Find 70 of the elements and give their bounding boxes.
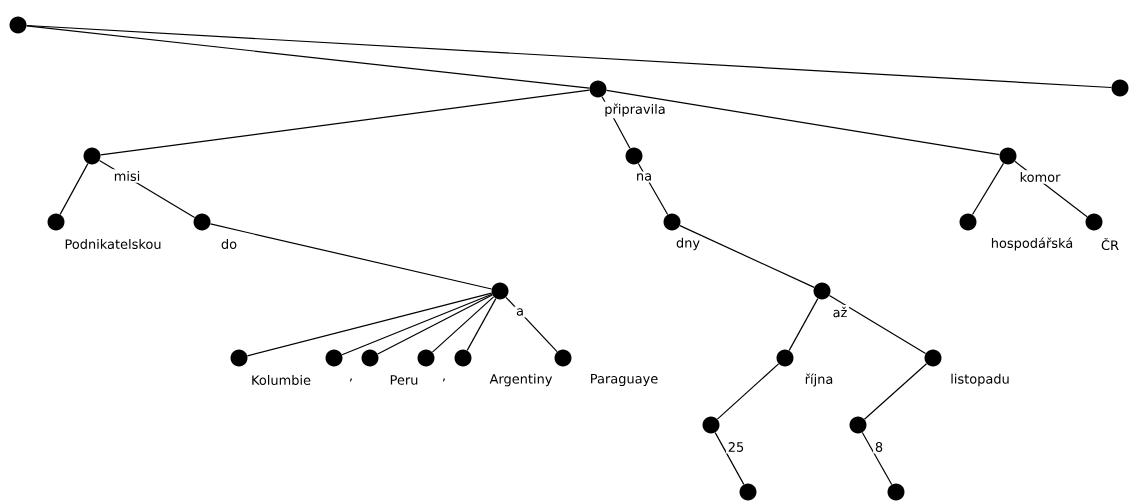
node-label: do [221, 238, 237, 250]
node-label: 8 [875, 442, 883, 452]
node-label: a [516, 308, 523, 316]
node-label: ČR [1101, 237, 1119, 251]
dependency-line [466, 298, 497, 351]
dependency-line [59, 163, 89, 215]
node-label: dny [676, 237, 700, 251]
tree-node: listopadu [924, 349, 1009, 387]
tree-node: , [325, 349, 352, 382]
dependency-line [209, 223, 493, 290]
dependency-line [637, 162, 669, 216]
dependency-line [863, 363, 928, 420]
dependency-line [861, 431, 893, 486]
node-label: Peru [390, 375, 418, 385]
tree-node: komor [999, 147, 1061, 182]
tree-node: , [417, 349, 445, 382]
dependency-line [98, 159, 196, 219]
dependency-line [716, 363, 780, 420]
dependency-line [246, 292, 493, 357]
tree-node: října [776, 349, 833, 387]
dependency-line [828, 294, 927, 355]
dependency-line [1014, 160, 1088, 218]
node-label: na [637, 173, 651, 181]
dependency-line [971, 162, 1005, 216]
node-label: , [349, 378, 352, 382]
node-label: až [833, 306, 847, 318]
tree-node [887, 483, 905, 501]
dependency-line [100, 89, 590, 156]
dependency-line [606, 89, 1000, 156]
tree-node: a [491, 282, 523, 316]
tree-node: Kolumbie [230, 349, 311, 385]
dependency-line [377, 294, 493, 355]
tree-node: 25 [702, 416, 744, 452]
tree-node: 8 [849, 416, 883, 452]
node-label: Podnikatelskou [65, 238, 161, 250]
tree-node: do [193, 213, 237, 249]
tree-node: Argentiny [454, 349, 553, 387]
node-label: října [805, 373, 833, 387]
node-label: misi [114, 170, 140, 182]
tree-node: Peru [361, 349, 418, 385]
node-label: hospodářská [991, 237, 1073, 251]
dependency-line [341, 293, 493, 356]
node-label: Paraguaye [591, 373, 658, 387]
tree-node: připravila [589, 80, 665, 117]
dependency-line [505, 296, 558, 353]
tree-node: Podnikatelskou [47, 213, 161, 249]
tree-node [1111, 79, 1129, 97]
dependency-line [431, 296, 495, 353]
tree-node: dny [663, 213, 700, 251]
node-label: Argentiny [489, 373, 553, 387]
dependency-line [26, 24, 1112, 89]
tree-node: ČR [1085, 213, 1119, 251]
tree-node [9, 16, 27, 34]
tree-node: hospodářská [959, 213, 1073, 251]
tree-node: misi [83, 147, 140, 181]
node-label: 25 [728, 442, 744, 452]
node-label: listopadu [951, 373, 1009, 387]
dependency-line [601, 96, 631, 149]
dependency-line [26, 25, 590, 89]
tree-node: až [813, 282, 847, 318]
tree-node [739, 483, 757, 501]
dependency-line [679, 225, 815, 288]
node-label: připravila [605, 103, 665, 117]
tree-node: Paraguaye [554, 349, 658, 387]
node-label: komor [1020, 171, 1061, 183]
node-label: Kolumbie [252, 374, 311, 386]
node-label: , [442, 378, 445, 382]
tree-node: na [625, 147, 651, 181]
dependency-line [714, 432, 745, 485]
dependency-line [788, 298, 819, 351]
